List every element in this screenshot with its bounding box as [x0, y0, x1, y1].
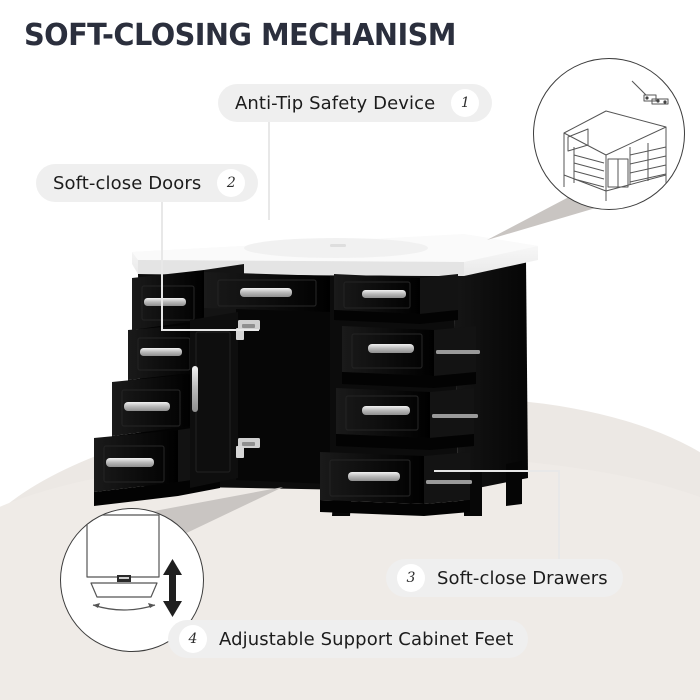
product-image: [86, 216, 566, 516]
callout-label: Anti-Tip Safety Device: [235, 92, 436, 114]
leader-line-top-vertical: [268, 122, 270, 220]
callout-label: Soft-close Doors: [53, 172, 202, 194]
callout-soft-close-doors[interactable]: Soft-close Doors 2: [36, 164, 259, 202]
leader-line-drawers-vertical: [558, 470, 560, 562]
leader-line-doors-vertical: [161, 200, 163, 330]
leader-line-doors-horizontal: [161, 329, 259, 331]
callout-number-badge: 2: [217, 169, 246, 197]
callout-label: Soft-close Drawers: [437, 567, 608, 589]
callout-number-badge: 3: [397, 564, 425, 592]
leader-line-drawers-horizontal: [434, 470, 560, 472]
callout-anti-tip-safety-device[interactable]: Anti-Tip Safety Device 1: [218, 84, 493, 122]
callout-label: Adjustable Support Cabinet Feet: [219, 628, 514, 650]
page-title: SOFT-CLOSING MECHANISM: [24, 18, 456, 53]
inset-anti-tip-diagram: [533, 58, 685, 210]
callout-number-badge: 1: [451, 89, 480, 117]
callout-soft-close-drawers[interactable]: 3 Soft-close Drawers: [386, 559, 623, 597]
callout-adjustable-support-cabinet-feet[interactable]: 4 Adjustable Support Cabinet Feet: [168, 620, 529, 658]
callout-number-badge: 4: [179, 625, 207, 653]
